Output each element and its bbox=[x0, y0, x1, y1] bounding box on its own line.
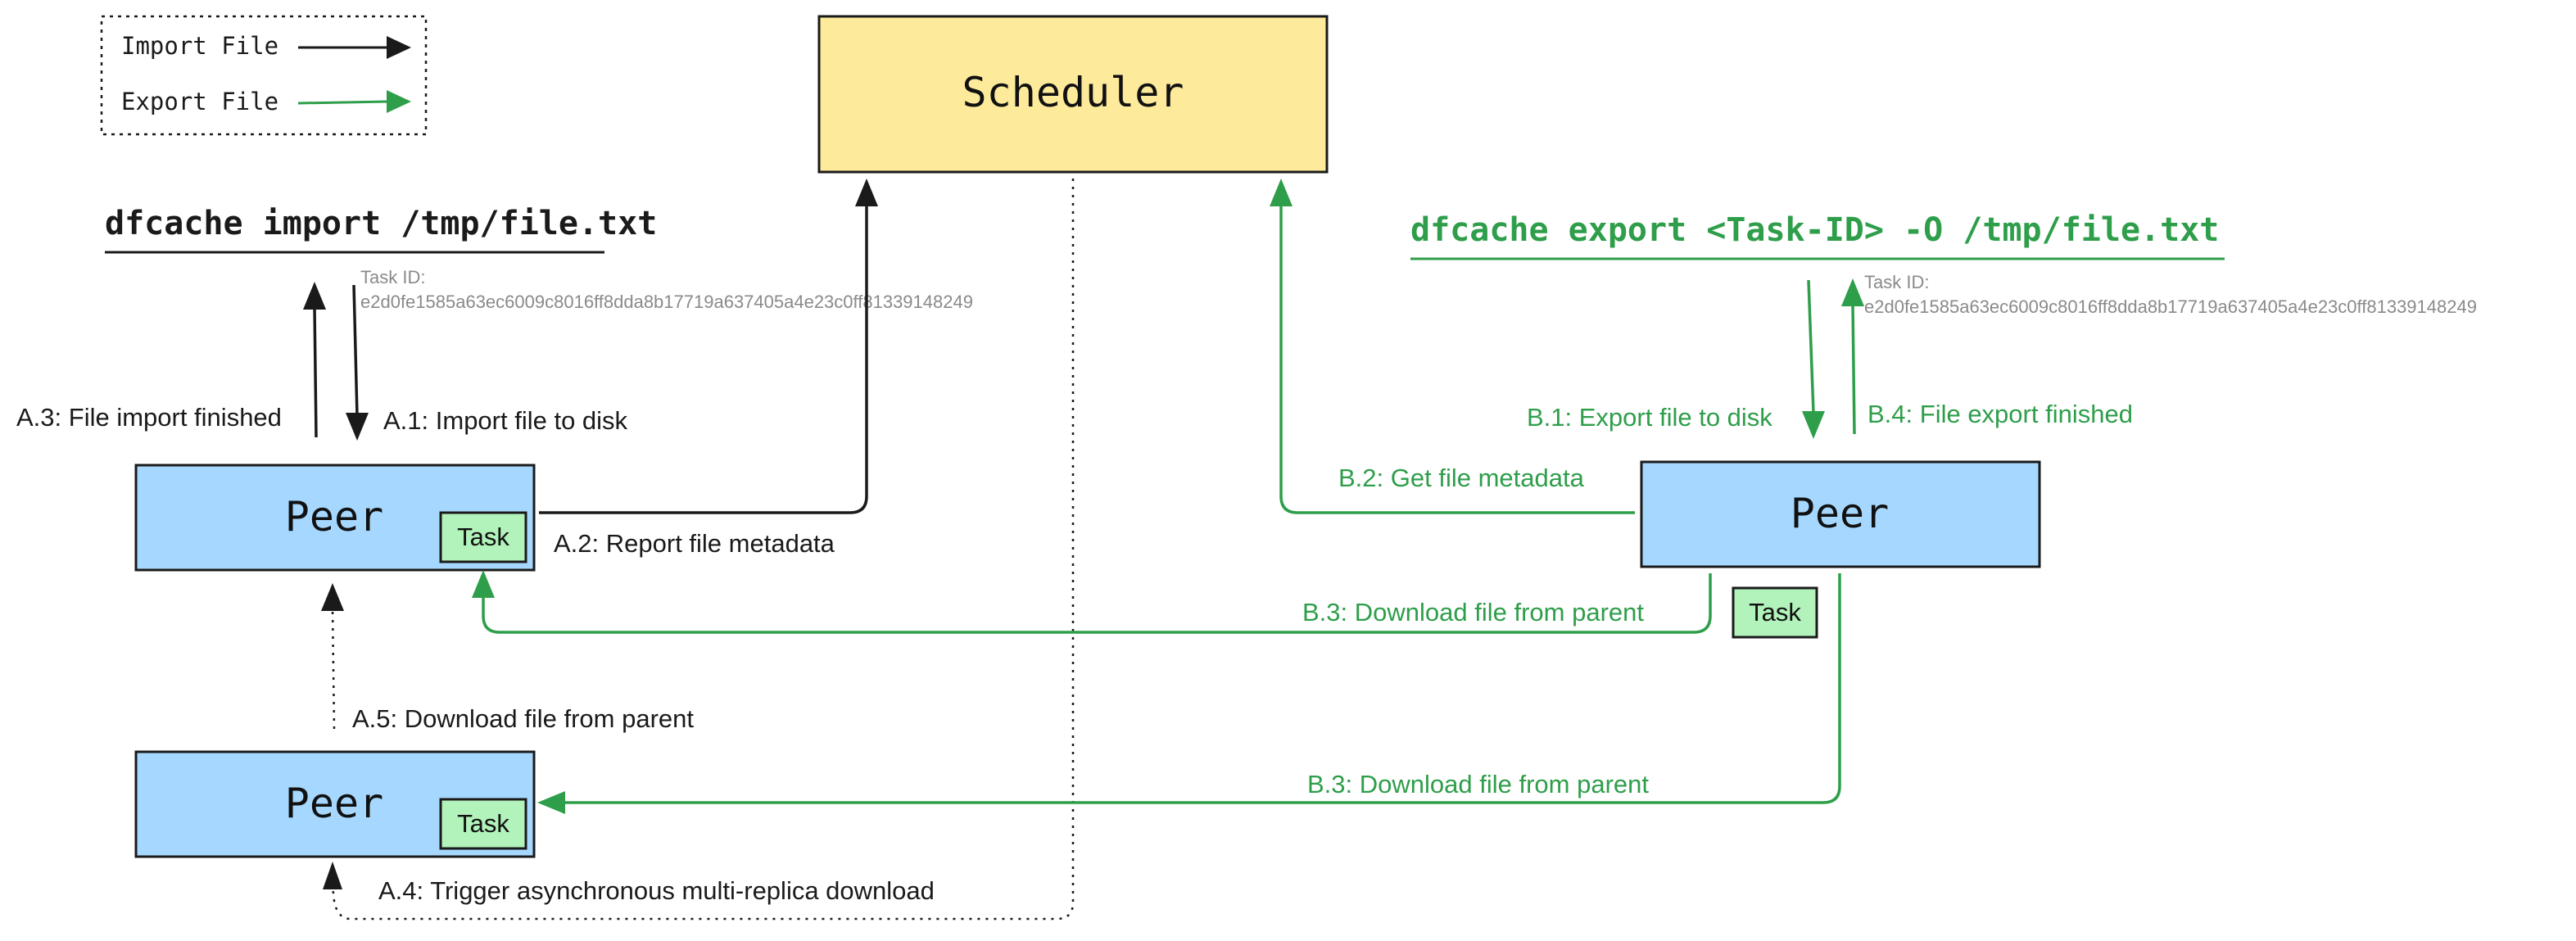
peer-node-import: Peer Task bbox=[134, 464, 536, 572]
import-command-text: dfcache import /tmp/file.txt bbox=[105, 205, 657, 242]
task-box-import bbox=[439, 511, 527, 563]
scheduler-title: Scheduler bbox=[962, 69, 1184, 116]
b3-upper-arrow bbox=[482, 573, 1712, 634]
legend-export-arrowhead bbox=[387, 90, 411, 113]
task-id-label-left: Task ID: bbox=[360, 267, 425, 287]
task-box-export bbox=[1732, 586, 1818, 639]
import-command: dfcache import /tmp/file.txt bbox=[105, 205, 657, 254]
a4-arrowhead bbox=[323, 862, 342, 889]
task-id-label-right: Task ID: bbox=[1864, 272, 1929, 292]
b3-upper-arrowhead bbox=[472, 570, 495, 598]
a3-arrow bbox=[313, 305, 318, 438]
b3-upper-label: B.3: Download file from parent bbox=[1302, 598, 1644, 627]
a5-label: A.5: Download file from parent bbox=[352, 704, 694, 733]
task-label-import: Task bbox=[457, 523, 509, 551]
a5-dotted-arrow bbox=[331, 608, 336, 730]
a4-dotted-connector bbox=[331, 179, 1075, 921]
b1-arrow bbox=[1807, 279, 1815, 414]
b2-arrow bbox=[1279, 205, 1635, 514]
a2-label: A.2: Report file metadata bbox=[554, 529, 835, 558]
b2-label: B.2: Get file metadata bbox=[1338, 464, 1585, 492]
b1-label: B.1: Export file to disk bbox=[1527, 403, 1772, 432]
b3-lower-arrow bbox=[565, 573, 1841, 804]
a2-arrow bbox=[539, 205, 868, 514]
task-label-export: Task bbox=[1749, 598, 1801, 627]
legend-export-arrow bbox=[297, 100, 389, 105]
a2-arrowhead bbox=[855, 179, 878, 206]
task-id-value-right: e2d0fe1585a63ec6009c8016ff8dda8b17719a63… bbox=[1864, 296, 2477, 317]
export-command-text: dfcache export <Task-ID> -O /tmp/file.tx… bbox=[1410, 211, 2219, 249]
legend-import-label: Import File bbox=[121, 32, 278, 60]
b4-arrowhead bbox=[1841, 278, 1864, 306]
b3-lower-label: B.3: Download file from parent bbox=[1307, 770, 1649, 798]
a3-arrowhead bbox=[303, 282, 326, 310]
legend: Import File Export File bbox=[100, 15, 428, 136]
scheduler-box bbox=[817, 15, 1329, 174]
peer-title-replica: Peer bbox=[285, 780, 383, 827]
a4-label: A.4: Trigger asynchronous multi-replica … bbox=[378, 876, 935, 905]
b3-lower-arrowhead bbox=[537, 791, 565, 814]
task-label-replica: Task bbox=[457, 809, 509, 838]
a5-arrowhead bbox=[321, 583, 344, 611]
export-command: dfcache export <Task-ID> -O /tmp/file.tx… bbox=[1410, 211, 2225, 260]
legend-export-label: Export File bbox=[121, 88, 278, 115]
legend-import-arrowhead bbox=[387, 36, 411, 59]
peer-node-export: Peer Task bbox=[1640, 460, 2041, 639]
a3-label: A.3: File import finished bbox=[16, 403, 282, 432]
b4-arrow bbox=[1851, 304, 1856, 435]
task-box-replica bbox=[439, 798, 527, 850]
b1-arrowhead bbox=[1802, 411, 1825, 439]
peer-box-export bbox=[1640, 460, 2041, 568]
scheduler-node: Scheduler bbox=[817, 15, 1329, 174]
peer-title-export: Peer bbox=[1791, 490, 1889, 537]
b4-label: B.4: File export finished bbox=[1867, 400, 2133, 428]
a1-arrow bbox=[352, 284, 359, 417]
a1-label: A.1: Import file to disk bbox=[383, 406, 628, 435]
a1-arrowhead bbox=[346, 413, 369, 441]
task-id-value-left: e2d0fe1585a63ec6009c8016ff8dda8b17719a63… bbox=[360, 292, 973, 312]
b2-arrowhead bbox=[1270, 179, 1293, 206]
peer-node-replica: Peer Task bbox=[134, 750, 536, 858]
peer-title-import: Peer bbox=[285, 493, 383, 541]
